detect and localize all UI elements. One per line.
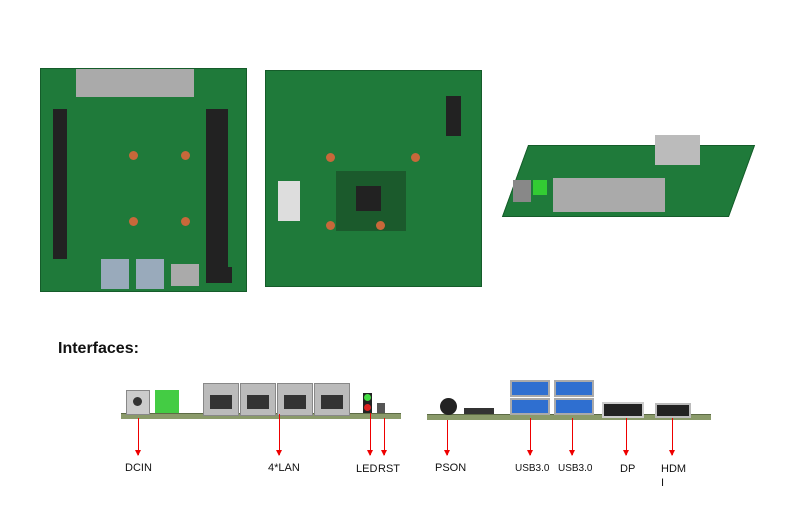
usb1-label: USB3.0 bbox=[515, 463, 550, 474]
hdmi-port bbox=[655, 403, 691, 418]
usb2-label: USB3.0 bbox=[558, 463, 593, 474]
connector-strip bbox=[464, 408, 494, 414]
lan-label: 4*LAN bbox=[268, 462, 300, 474]
right-edge-view bbox=[427, 378, 712, 423]
pson-arrow bbox=[444, 420, 450, 456]
dc-jack bbox=[126, 390, 150, 415]
hdmi-label-line2: I bbox=[661, 477, 665, 489]
rst-arrow bbox=[381, 418, 387, 456]
reset-button bbox=[377, 403, 385, 413]
usb1-arrow bbox=[527, 418, 533, 456]
dcin-arrow bbox=[135, 418, 141, 456]
hdmi-label-line1: HDM bbox=[661, 463, 687, 475]
rst-label: RST bbox=[378, 463, 400, 475]
dcin-label: DCIN bbox=[125, 462, 152, 474]
left-edge-view bbox=[121, 383, 401, 423]
interfaces-heading: Interfaces: bbox=[58, 340, 139, 357]
led-arrow bbox=[367, 413, 373, 456]
usb2-arrow bbox=[569, 418, 575, 456]
led-indicator bbox=[363, 393, 372, 413]
lan-arrow bbox=[276, 414, 282, 456]
power-button bbox=[440, 398, 457, 415]
pson-label: PSON bbox=[435, 462, 467, 474]
terminal-block bbox=[155, 390, 179, 413]
board-angled-view-photo bbox=[501, 130, 756, 225]
lan-ports bbox=[203, 383, 353, 416]
displayport bbox=[602, 402, 644, 418]
dp-label: DP bbox=[620, 463, 636, 475]
dp-arrow bbox=[623, 418, 629, 456]
led-label: LED bbox=[356, 463, 378, 475]
board-top-view-photo bbox=[40, 68, 247, 292]
board-bottom-view-photo bbox=[265, 70, 482, 287]
hdmi-arrow bbox=[669, 418, 675, 456]
